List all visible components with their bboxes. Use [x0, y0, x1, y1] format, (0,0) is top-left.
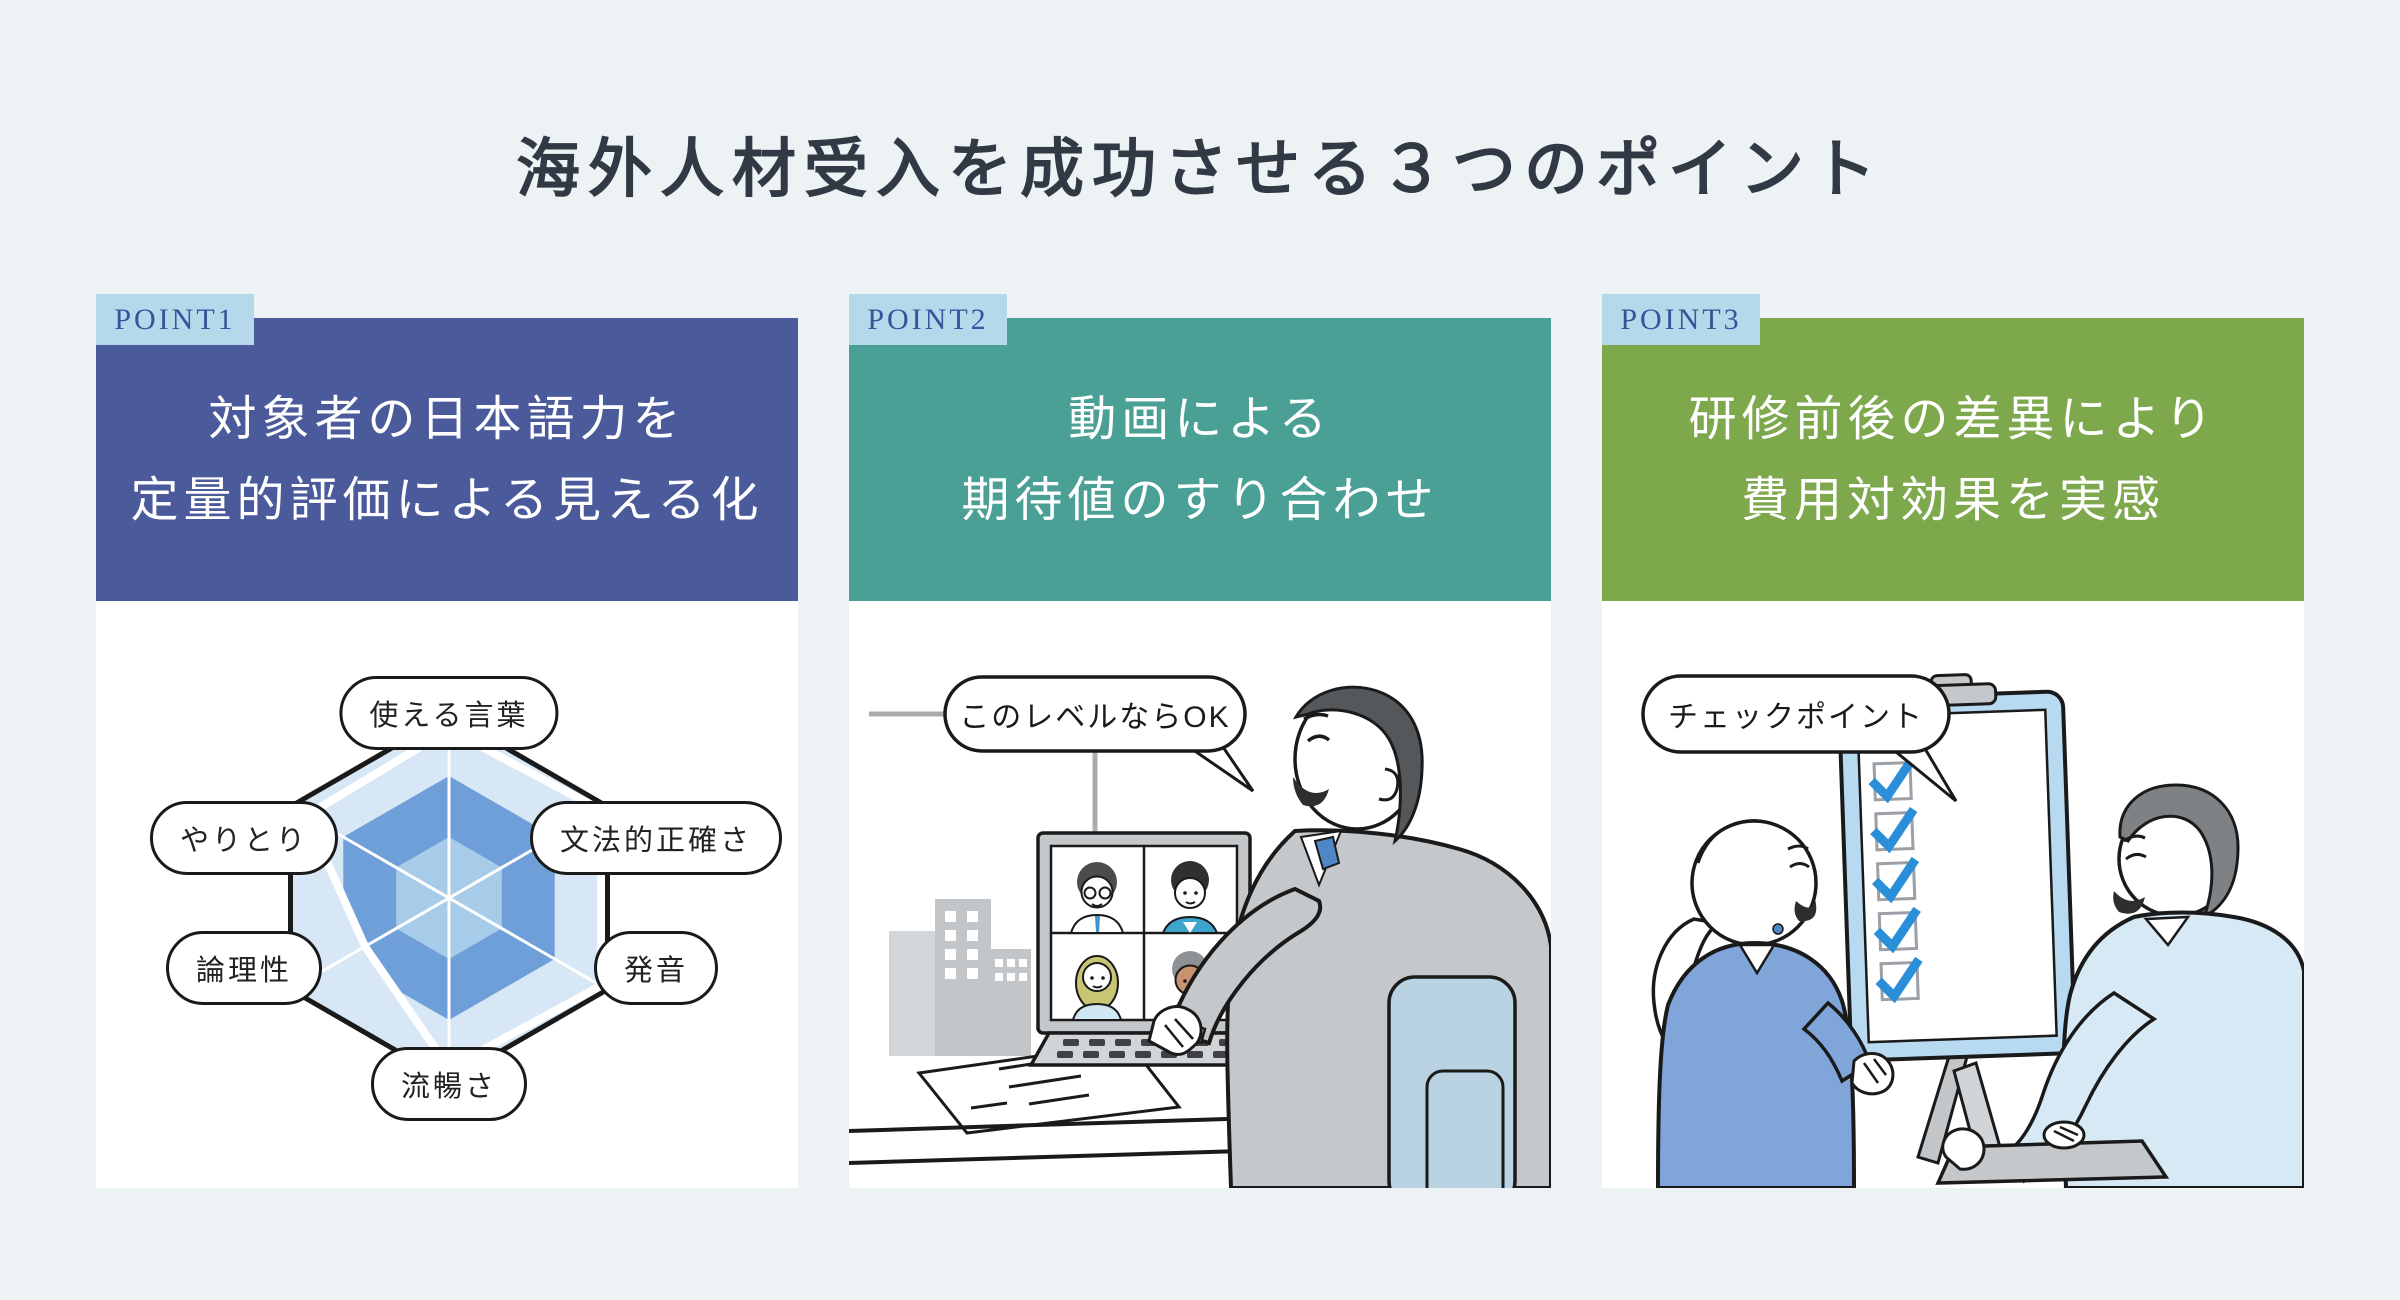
man-ear — [1378, 767, 1400, 802]
speech-bubble-point2: このレベルならOK — [959, 701, 1231, 734]
man3-hand-under — [1941, 1127, 1986, 1171]
checkbox-icon — [1873, 906, 1921, 954]
radar-label-ryuchosa: 流暢さ — [370, 1047, 528, 1121]
point2-tag: POINT2 — [849, 294, 1007, 345]
avatar-woman-blonde — [1071, 955, 1123, 1021]
card2-heading-line1: 動画による — [1068, 392, 1332, 446]
card2-heading-line2: 期待値のすり合わせ — [961, 473, 1439, 527]
man-tie — [1313, 835, 1341, 871]
radar-label-tsukaeru-kotoba: 使える言葉 — [339, 676, 559, 750]
checklist-illustration — [1641, 673, 2304, 1188]
card1-body: 使える言葉 文法的正確さ 発音 流暢さ 論理性 やりとり — [96, 601, 798, 1188]
man-left-hand — [1147, 1005, 1203, 1057]
card3-heading-line2: 費用対効果を実感 — [1740, 473, 2165, 527]
avatar-man-teal — [1161, 861, 1219, 934]
checkbox-icon — [1871, 856, 1920, 904]
woman-figure — [1651, 819, 1895, 1188]
speech-bubble-shape — [943, 675, 1255, 793]
speech-bubble-point3: チェックポイント — [1668, 701, 1924, 734]
card2-body: このレベルならOK — [849, 601, 1551, 1188]
radar-label-yaritori: やりとり — [149, 801, 339, 875]
woman-collar — [1737, 943, 1777, 976]
man-arm — [1168, 886, 1323, 1046]
man3-hair — [2118, 783, 2240, 921]
avatar-man-glasses — [1069, 862, 1125, 934]
man3-mouth — [2113, 891, 2145, 914]
point3-tag: POINT3 — [1602, 294, 1760, 345]
woman-mouth — [1794, 899, 1817, 922]
card-point3: POINT3 研修前後の差異により 費用対効果を実感 — [1602, 294, 2304, 1188]
man-hair — [1292, 685, 1424, 846]
man3-body — [2061, 910, 2304, 1188]
card1-heading: 対象者の日本語力を 定量的評価による見える化 — [96, 318, 798, 601]
radar-label-bunpoteki-seikakusa: 文法的正確さ — [529, 801, 783, 875]
checkbox-icon — [1868, 756, 1916, 804]
checklist — [1868, 756, 1923, 1004]
radar-label-ronrisei: 論理性 — [165, 931, 323, 1005]
man-figure-right — [1935, 783, 2304, 1188]
speech-bubble-shape — [1641, 674, 1958, 803]
woman-body — [1655, 940, 1857, 1188]
office-chair-icon — [1387, 975, 1517, 1188]
video-call-illustration — [849, 675, 1551, 1188]
card1-heading-line1: 対象者の日本語力を — [208, 392, 686, 446]
clipboard-icon — [1837, 673, 2077, 1063]
card-point2: POINT2 動画による 期待値のすり合わせ — [849, 294, 1551, 1188]
card3-body: チェックポイント — [1602, 601, 2304, 1188]
card1-heading-line2: 定量的評価による見える化 — [130, 473, 764, 527]
card3-heading-line1: 研修前後の差異により — [1688, 392, 2218, 446]
bubble-connector-lines — [869, 711, 1098, 833]
page-title: 海外人材受入を成功させる３つのポイント — [516, 134, 1884, 205]
man-mouth — [1293, 777, 1329, 807]
point1-tag: POINT1 — [96, 294, 254, 345]
card-point1: POINT1 対象者の日本語力を 定量的評価による見える化 — [96, 294, 798, 1188]
city-skyline-icon — [889, 899, 1031, 1056]
card3-heading: 研修前後の差異により 費用対効果を実感 — [1602, 318, 2304, 601]
card2-heading: 動画による 期待値のすり合わせ — [849, 318, 1551, 601]
checkbox-icon — [1875, 956, 1923, 1004]
woman-earring — [1772, 923, 1784, 935]
radar-label-hatsuon: 発音 — [593, 931, 719, 1005]
checkbox-icon — [1870, 806, 1918, 854]
man3-collar — [2143, 915, 2191, 948]
